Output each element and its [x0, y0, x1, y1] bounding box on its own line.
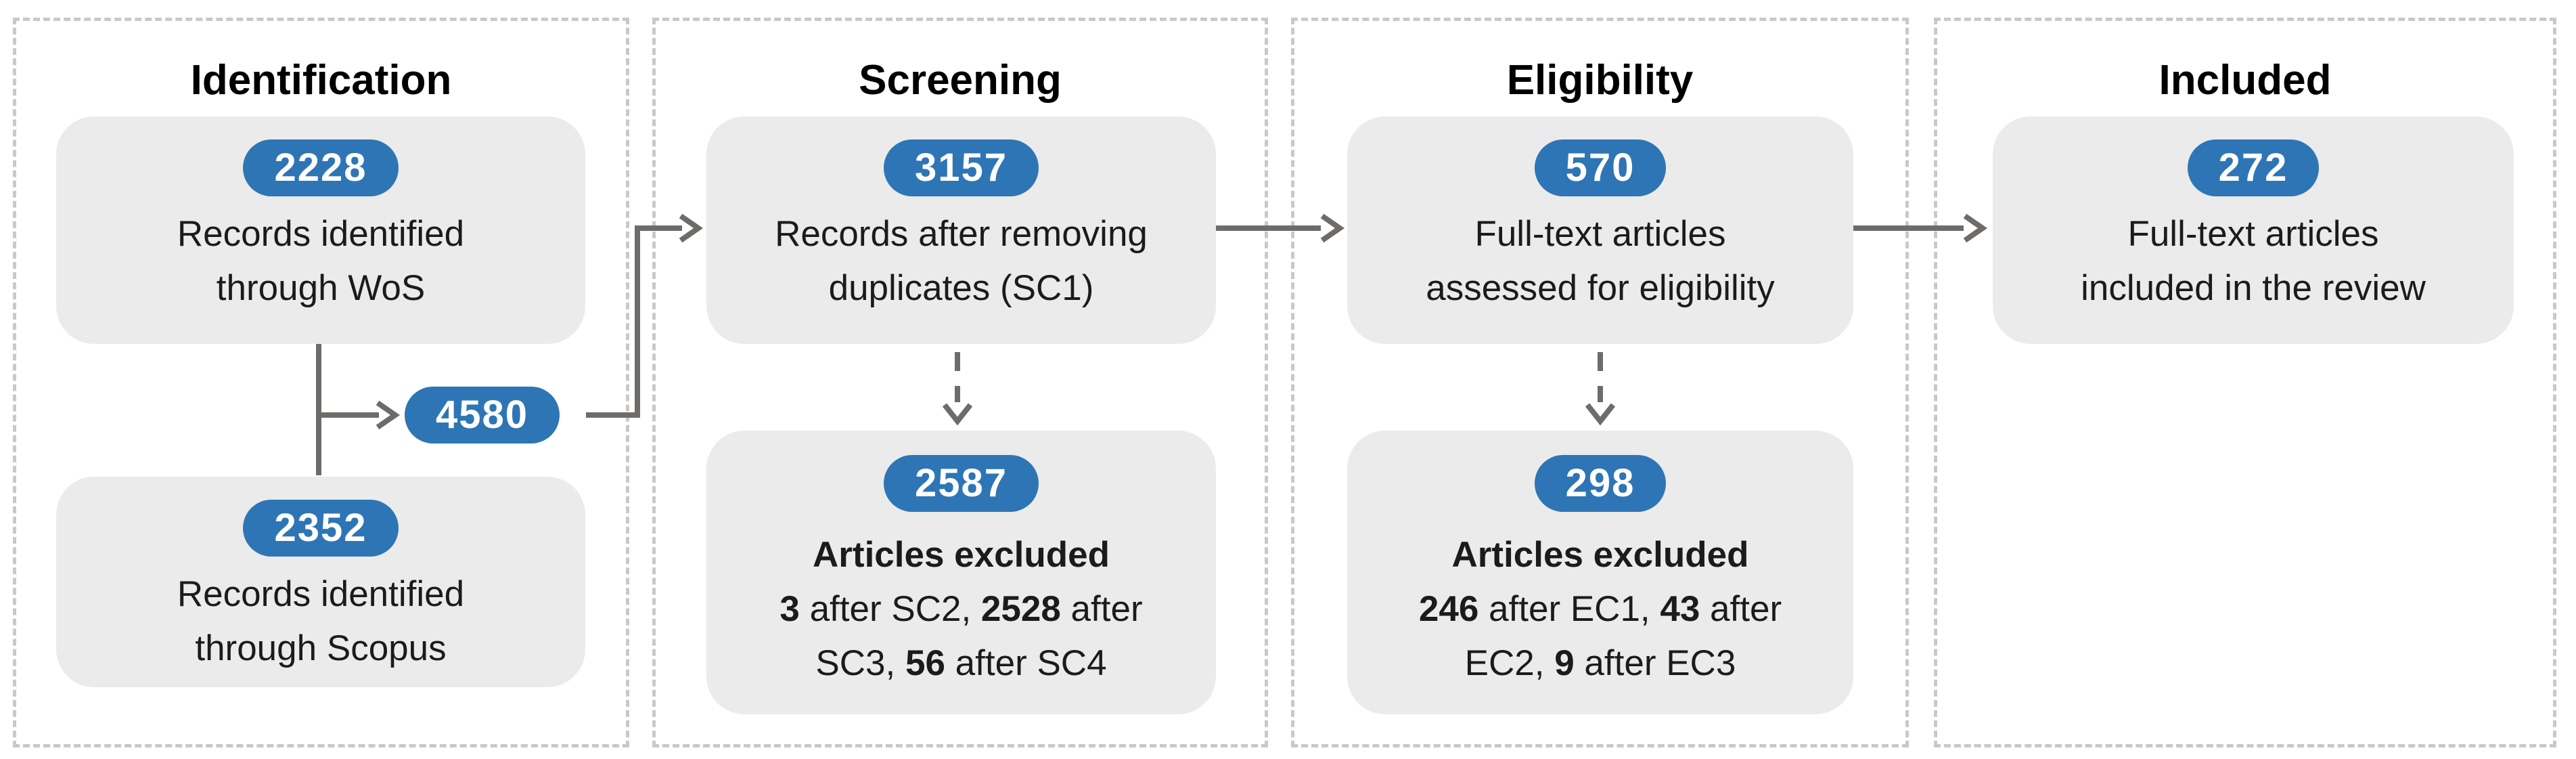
arrowhead-eligibility-right-icon: [1320, 213, 1345, 243]
count-badge-after-duplicates: 3157: [883, 139, 1039, 196]
arrowhead-eligibility-down-icon: [1585, 403, 1616, 426]
count-badge-scopus: 2352: [243, 500, 399, 557]
count-badge-eligibility-excluded: 298: [1534, 455, 1667, 512]
arrowhead-screening-right-icon: [679, 213, 704, 243]
count-badge-merged: 4580: [405, 387, 560, 443]
column-header-identification: Identification: [190, 57, 452, 104]
connector-merge-to-screening-line: [586, 225, 682, 418]
column-header-included: Included: [2159, 57, 2332, 104]
count-badge-included: 272: [2187, 139, 2320, 196]
column-eligibility: Eligibility: [1291, 18, 1909, 747]
arrowhead-included-right-icon: [1963, 213, 1988, 243]
column-header-screening: Screening: [859, 57, 1062, 104]
arrowhead-merge-right-icon: [376, 400, 401, 430]
column-included: Included: [1934, 18, 2556, 747]
arrowhead-screening-down-icon: [942, 403, 973, 426]
column-screening: Screening: [652, 18, 1268, 747]
count-badge-screening-excluded: 2587: [883, 455, 1039, 512]
column-identification: Identification: [13, 18, 629, 747]
column-header-eligibility: Eligibility: [1506, 57, 1694, 104]
count-badge-wos: 2228: [243, 139, 399, 196]
count-badge-fulltext-assessed: 570: [1534, 139, 1667, 196]
